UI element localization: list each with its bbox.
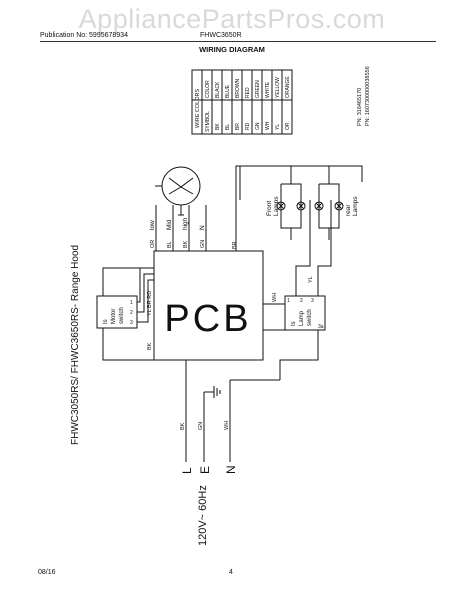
footer-page: 4: [229, 569, 233, 576]
wire-color: RED: [245, 87, 251, 98]
motor-symbol: [161, 166, 201, 206]
motor-switch-label: Motor: [111, 309, 117, 324]
wire-color: BLUE: [225, 84, 231, 98]
wire-symbol: OR: [285, 122, 291, 130]
wire-symbol: YL: [275, 124, 281, 130]
br-wire: [235, 165, 363, 251]
wire-color: BROWN: [235, 78, 241, 98]
wire-color: WHITE: [265, 81, 271, 98]
wire-table-col-symbol: SYMBOL: [205, 111, 211, 132]
rear-lamps-label: Lamps: [352, 196, 359, 216]
supply-terminal: L: [180, 467, 194, 474]
motor-switch-label: Is: [103, 319, 109, 324]
wire-colors-table: WIRE COLORS SYMBOL COLOR BK BLACK BL BLUE BR BRO…: [191, 69, 293, 135]
motor-wire-color: GN: [200, 240, 206, 248]
motor-speed-label: N: [199, 225, 206, 230]
wire-color: BLACK: [215, 81, 221, 98]
br-wire-label: BR: [232, 241, 238, 249]
lamp-switch-pin: 3a: [318, 324, 324, 330]
page-title: WIRING DIAGRAM: [199, 45, 265, 54]
motor-wire-color: BK: [183, 240, 189, 248]
wire-color: GREEN: [255, 80, 261, 98]
motor-wire-color: BL: [167, 241, 173, 248]
supply-wire-label: WH: [224, 421, 230, 430]
wire-symbol: BK: [215, 123, 221, 130]
wire-symbol: WH: [265, 121, 271, 130]
motor-wire-color: OR: [150, 240, 156, 248]
yl-label: YL: [308, 276, 314, 283]
motor-switch-pin: 3: [130, 320, 133, 326]
pcb-box: [153, 250, 264, 361]
lamp-switch-pin: 3: [311, 298, 314, 304]
wire-color: YELLOW: [275, 77, 281, 98]
publication-number: Publication No: 5995678934: [40, 32, 128, 39]
model-number: FHWC3650R: [200, 32, 242, 39]
wire-symbol: GN: [255, 122, 261, 130]
part-number-2: PN: 1607300000038556: [365, 66, 371, 126]
wire-symbol: BR: [235, 123, 241, 130]
wire-symbol: RD: [245, 122, 251, 130]
watermark: AppliancePartsPros.com: [78, 4, 386, 34]
wire-color: ORANGE: [285, 76, 291, 98]
lamp-switch-label: Is: [291, 321, 297, 326]
rear-lamps: [314, 183, 344, 229]
wire-table-col-color: COLOR: [205, 80, 211, 98]
motor-speed-label: high: [182, 217, 189, 230]
footer-date: 08/16: [38, 569, 56, 576]
supply-terminal: E: [198, 466, 212, 474]
wh-label: WH: [272, 293, 278, 302]
motor-speed-label: low: [149, 220, 156, 230]
lamp-switch-pin: 1: [287, 298, 290, 304]
front-lamps-label: Front: [266, 201, 273, 216]
motor-speed-label: Mid: [166, 219, 173, 230]
motor-switch-pin: 1: [130, 300, 133, 306]
lamp-switch-label: Lamp: [299, 310, 305, 326]
wire-symbol: BL: [225, 124, 231, 130]
motor-switch-label: switch: [119, 307, 125, 324]
bk-label: BK: [147, 342, 153, 350]
switch-wire-labels: YL BR RD: [147, 291, 153, 316]
pcb-label: PCB: [164, 298, 251, 340]
supply-wire-label: GN: [198, 422, 204, 430]
supply-wire-label: BK: [180, 422, 186, 430]
lamp-switch-label: switch: [307, 309, 313, 326]
front-lamps: [276, 183, 306, 229]
supply-terminal: N: [224, 465, 238, 474]
motor-m-glyph: [168, 177, 194, 195]
front-lamps-label: Lamps: [273, 196, 280, 216]
motor-switch-pin: 2: [130, 310, 133, 316]
rear-lamps-label: rear: [345, 204, 352, 216]
diagram-title: FHWC3050RS/ FHWC3650RS- Range Hood: [70, 245, 81, 445]
header-rule: [40, 41, 436, 42]
supply-voltage: 120V~ 60Hz: [197, 485, 209, 546]
part-number-1: PN: 316465170: [357, 88, 363, 126]
lamp-switch-pin: 2: [300, 298, 303, 304]
wire-table-heading: WIRE COLORS: [195, 89, 201, 128]
